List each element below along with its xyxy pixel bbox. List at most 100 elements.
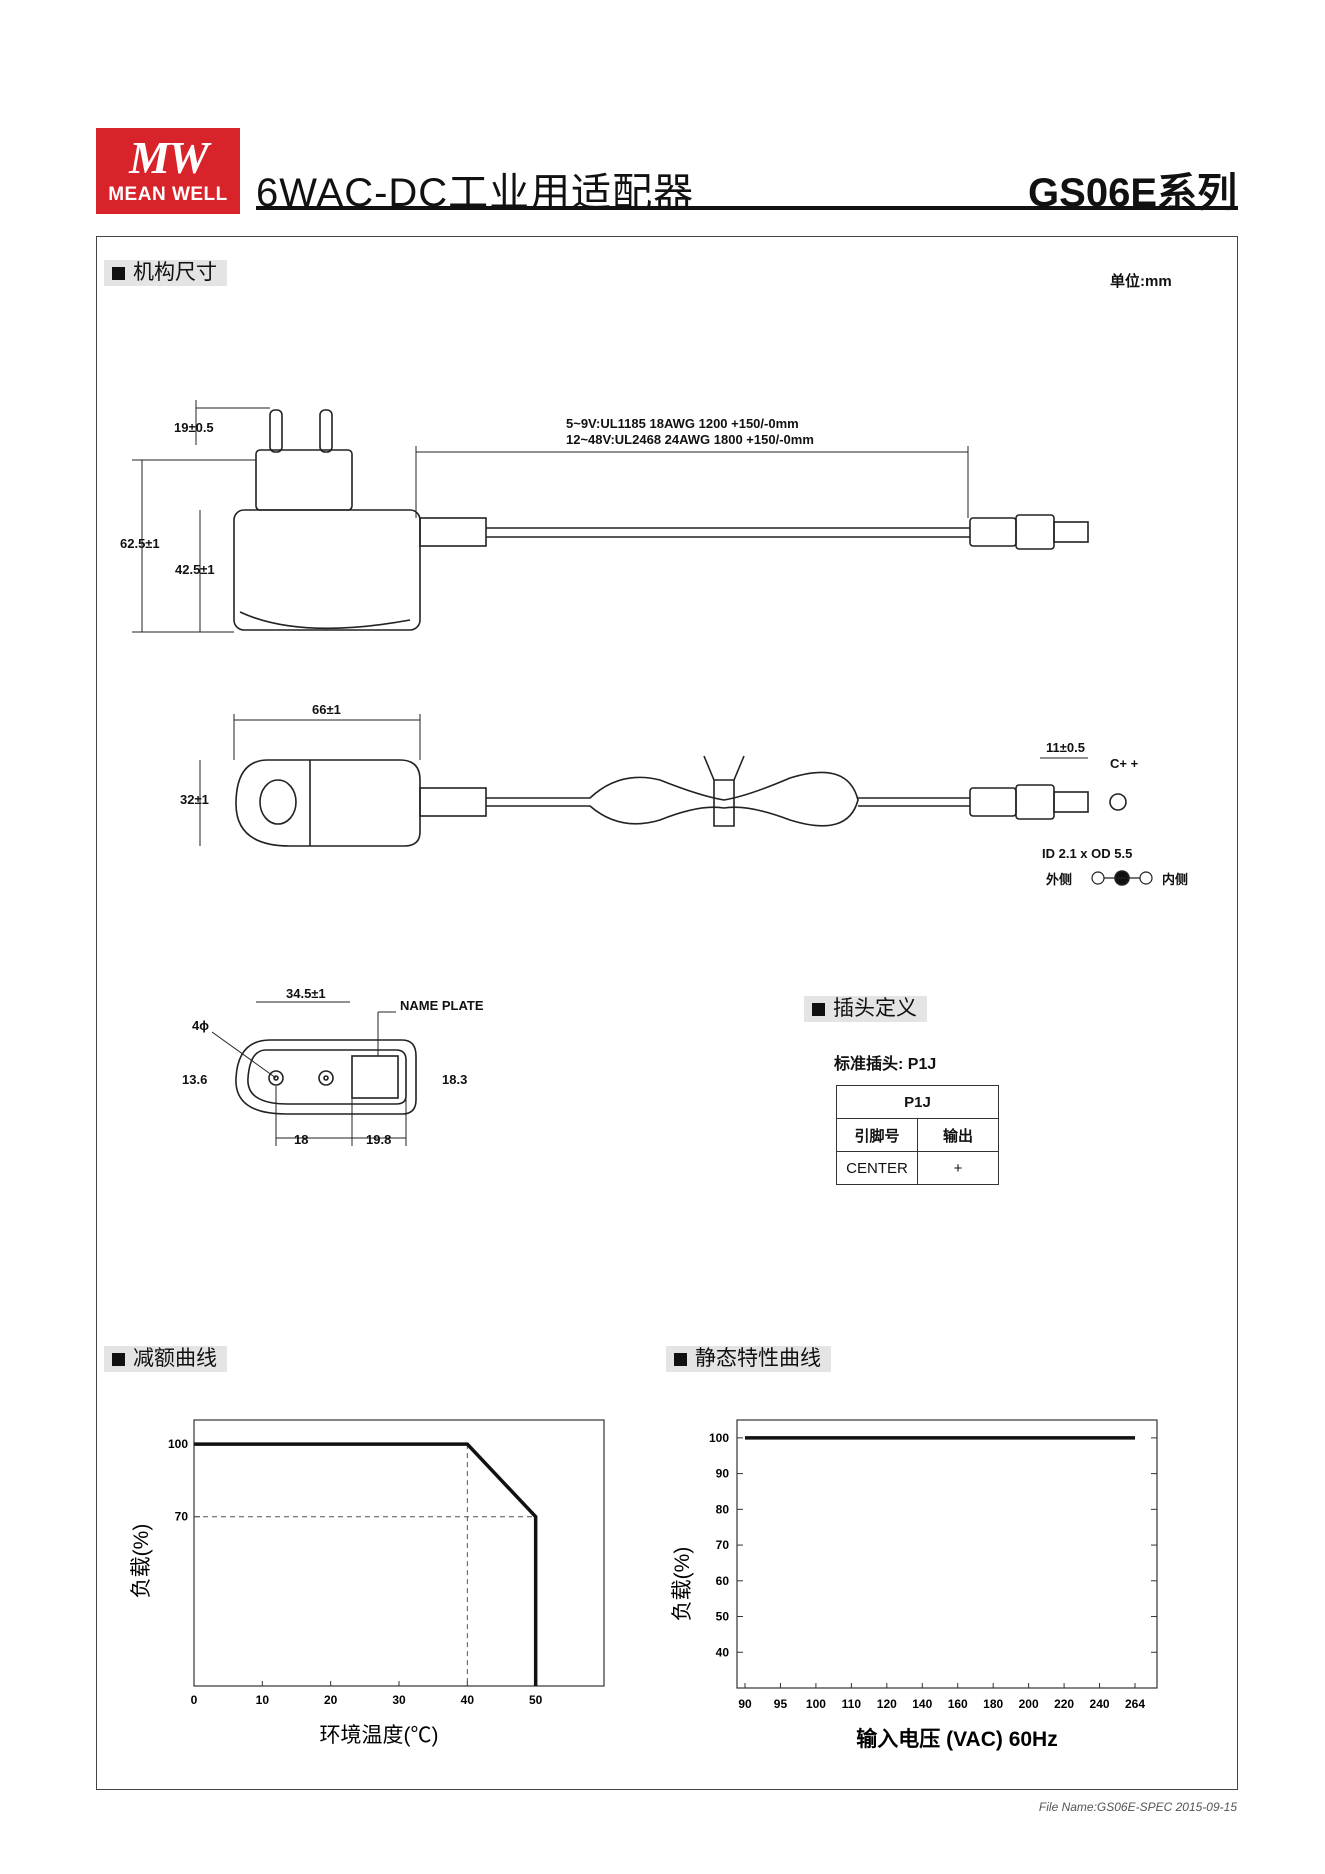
y-tick-label: 50 xyxy=(716,1610,730,1624)
polarity-jack-icon xyxy=(1109,793,1127,811)
dim-plug-length: 11±0.5 xyxy=(1046,740,1085,755)
cable-tie xyxy=(703,755,745,827)
dim-base-width: 34.5±1 xyxy=(286,986,326,1001)
y-tick-label: 70 xyxy=(716,1538,730,1552)
y-tick-label: 60 xyxy=(716,1574,730,1588)
outer-label: 外侧 xyxy=(1045,872,1072,887)
derating-chart: 0 10 20 30 40 50 70 100 环境温度(℃) 负载(%) xyxy=(130,1419,605,1747)
plug-id-od: ID 2.1 x OD 5.5 xyxy=(1042,846,1132,861)
content-frame xyxy=(96,236,1238,1790)
mean-well-logo: MW MEAN WELL xyxy=(96,128,240,214)
static-characteristic-chart: 90 95 100 110 120 140 160 180 200 220 240 264 40 50 60… xyxy=(671,1419,1158,1751)
pin-table-header-output: 输出 xyxy=(917,1118,999,1152)
prong-right xyxy=(319,409,333,453)
x-tick-label: 160 xyxy=(948,1697,968,1711)
derating-series-line xyxy=(194,1442,538,1686)
y-tick-label: 90 xyxy=(716,1467,730,1481)
polarity-label: C+ + xyxy=(1110,756,1139,771)
section-static-label: 静态特性曲线 xyxy=(695,1347,821,1370)
x-tick-label: 40 xyxy=(461,1693,475,1707)
negative-terminal-icon xyxy=(1091,871,1105,885)
section-derating: 减额曲线 xyxy=(104,1346,227,1372)
positive-terminal-icon xyxy=(1139,871,1153,885)
x-tick-label: 264 xyxy=(1125,1697,1145,1711)
y-axis-label: 负载(%) xyxy=(671,1547,694,1622)
x-tick-label: 140 xyxy=(912,1697,932,1711)
square-bullet-icon xyxy=(112,1352,125,1366)
square-bullet-icon xyxy=(674,1352,687,1366)
dim-width-body: 66±1 xyxy=(312,702,341,717)
y-tick-label: 100 xyxy=(168,1437,188,1451)
x-tick-label: 20 xyxy=(324,1693,338,1707)
dim-height-body: 42.5±1 xyxy=(175,562,215,577)
y-tick-label: 70 xyxy=(175,1510,189,1524)
dim-base-w1: 18 xyxy=(294,1132,308,1147)
logo-name: MEAN WELL xyxy=(108,184,228,205)
dim-base-w2: 19.8 xyxy=(366,1132,391,1147)
dc-plug-grip-top xyxy=(969,787,1017,817)
pin-table-header-pin: 引脚号 xyxy=(836,1118,918,1152)
mount-hole-top xyxy=(259,779,297,825)
y-axis-label: 负载(%) xyxy=(130,1524,153,1599)
name-plate-label: NAME PLATE xyxy=(400,998,484,1013)
dim-height-total: 62.5±1 xyxy=(120,536,160,551)
strain-relief-side xyxy=(419,517,487,547)
x-tick-label: 120 xyxy=(877,1697,897,1711)
pin-definition-table: P1J 引脚号 输出 CENTER + xyxy=(836,1085,999,1185)
x-tick-label: 30 xyxy=(392,1693,406,1707)
x-tick-label: 110 xyxy=(842,1697,862,1711)
prong-left xyxy=(269,409,283,453)
x-tick-label: 200 xyxy=(1019,1697,1039,1711)
dim-cable-line2: 12~48V:UL2468 24AWG 1800 +150/-0mm xyxy=(566,432,814,447)
x-tick-label: 50 xyxy=(529,1693,543,1707)
dim-base-h2: 18.3 xyxy=(442,1072,467,1087)
standard-plug-label: 标准插头: P1J xyxy=(834,1056,937,1073)
pin-table-cell-output: + xyxy=(917,1151,999,1185)
dim-pin-length: 19±0.5 xyxy=(174,420,214,435)
x-tick-label: 220 xyxy=(1054,1697,1074,1711)
pin-table-title: P1J xyxy=(836,1085,999,1119)
adapter-base-view xyxy=(235,1039,417,1115)
x-tick-label: 10 xyxy=(256,1693,270,1707)
x-axis-label: 输入电压 (VAC) 60Hz xyxy=(856,1727,1057,1751)
inner-label: 内侧 xyxy=(1162,872,1188,887)
y-tick-label: 40 xyxy=(716,1645,730,1659)
dim-cable-line1: 5~9V:UL1185 18AWG 1200 +150/-0mm xyxy=(566,416,799,431)
adapter-body-side xyxy=(233,509,421,631)
pin-table-cell-pin: CENTER xyxy=(836,1151,918,1185)
y-tick-label: 100 xyxy=(709,1431,729,1445)
footer-file-name: File Name:GS06E-SPEC 2015-09-15 xyxy=(1038,1800,1237,1814)
dim-depth-body: 32±1 xyxy=(180,792,209,807)
section-static: 静态特性曲线 xyxy=(666,1346,831,1372)
dc-plug-grip-side xyxy=(969,517,1017,547)
x-tick-label: 90 xyxy=(738,1697,752,1711)
cable-coil-top xyxy=(486,771,859,827)
x-tick-label: 0 xyxy=(191,1693,198,1707)
mechanical-drawing: 19±0.5 62.5±1 42.5±1 5~9V:UL1185 18AWG 1… xyxy=(120,400,1188,1147)
x-tick-label: 240 xyxy=(1090,1697,1110,1711)
strain-relief-top xyxy=(419,787,487,817)
x-axis-label: 环境温度(℃) xyxy=(320,1724,439,1747)
plot-frame xyxy=(736,1419,1158,1689)
adapter-body-top xyxy=(235,759,421,847)
square-bullet-icon xyxy=(812,1002,825,1016)
plug-housing xyxy=(255,449,353,511)
plot-frame xyxy=(193,1419,605,1687)
x-tick-label: 180 xyxy=(983,1697,1003,1711)
dim-base-h1: 13.6 xyxy=(182,1072,207,1087)
section-mechanical: 机构尺寸 xyxy=(104,260,227,286)
name-plate-area xyxy=(351,1055,399,1099)
logo-mark: MW xyxy=(129,132,209,183)
x-tick-label: 100 xyxy=(806,1697,826,1711)
y-tick-label: 80 xyxy=(716,1502,730,1516)
adapter-base-curve xyxy=(239,611,411,630)
section-pin-label: 插头定义 xyxy=(833,997,917,1020)
section-mechanical-label: 机构尺寸 xyxy=(133,261,217,284)
header-divider xyxy=(256,206,1238,210)
unit-label: 单位:mm xyxy=(1110,273,1172,290)
x-tick-label: 95 xyxy=(774,1697,788,1711)
section-derating-label: 减额曲线 xyxy=(133,1347,217,1370)
section-pin: 插头定义 xyxy=(804,996,927,1022)
dim-hole: 4ϕ xyxy=(192,1018,209,1033)
square-bullet-icon xyxy=(112,266,125,280)
